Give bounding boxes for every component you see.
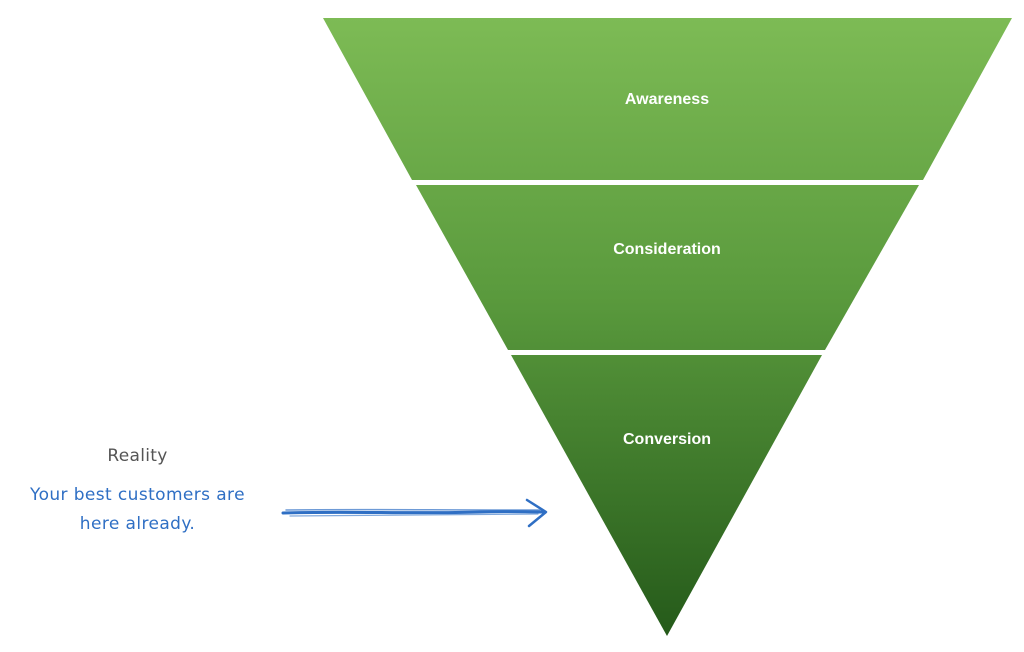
annotation-line-2: here already. bbox=[79, 514, 196, 534]
funnel-stage-awareness bbox=[323, 18, 1012, 180]
funnel-stage-consideration bbox=[416, 185, 919, 350]
stage-label-awareness: Awareness bbox=[625, 91, 709, 108]
annotation-line-1: Your best customers are bbox=[30, 485, 245, 505]
stage-label-conversion: Conversion bbox=[623, 431, 711, 448]
funnel-stage-conversion bbox=[511, 355, 822, 636]
arrow-icon bbox=[281, 498, 548, 528]
stage-label-consideration: Consideration bbox=[613, 241, 721, 258]
annotation-title: Reality bbox=[107, 446, 168, 466]
annotation-text: Your best customers are here already. bbox=[0, 481, 275, 539]
